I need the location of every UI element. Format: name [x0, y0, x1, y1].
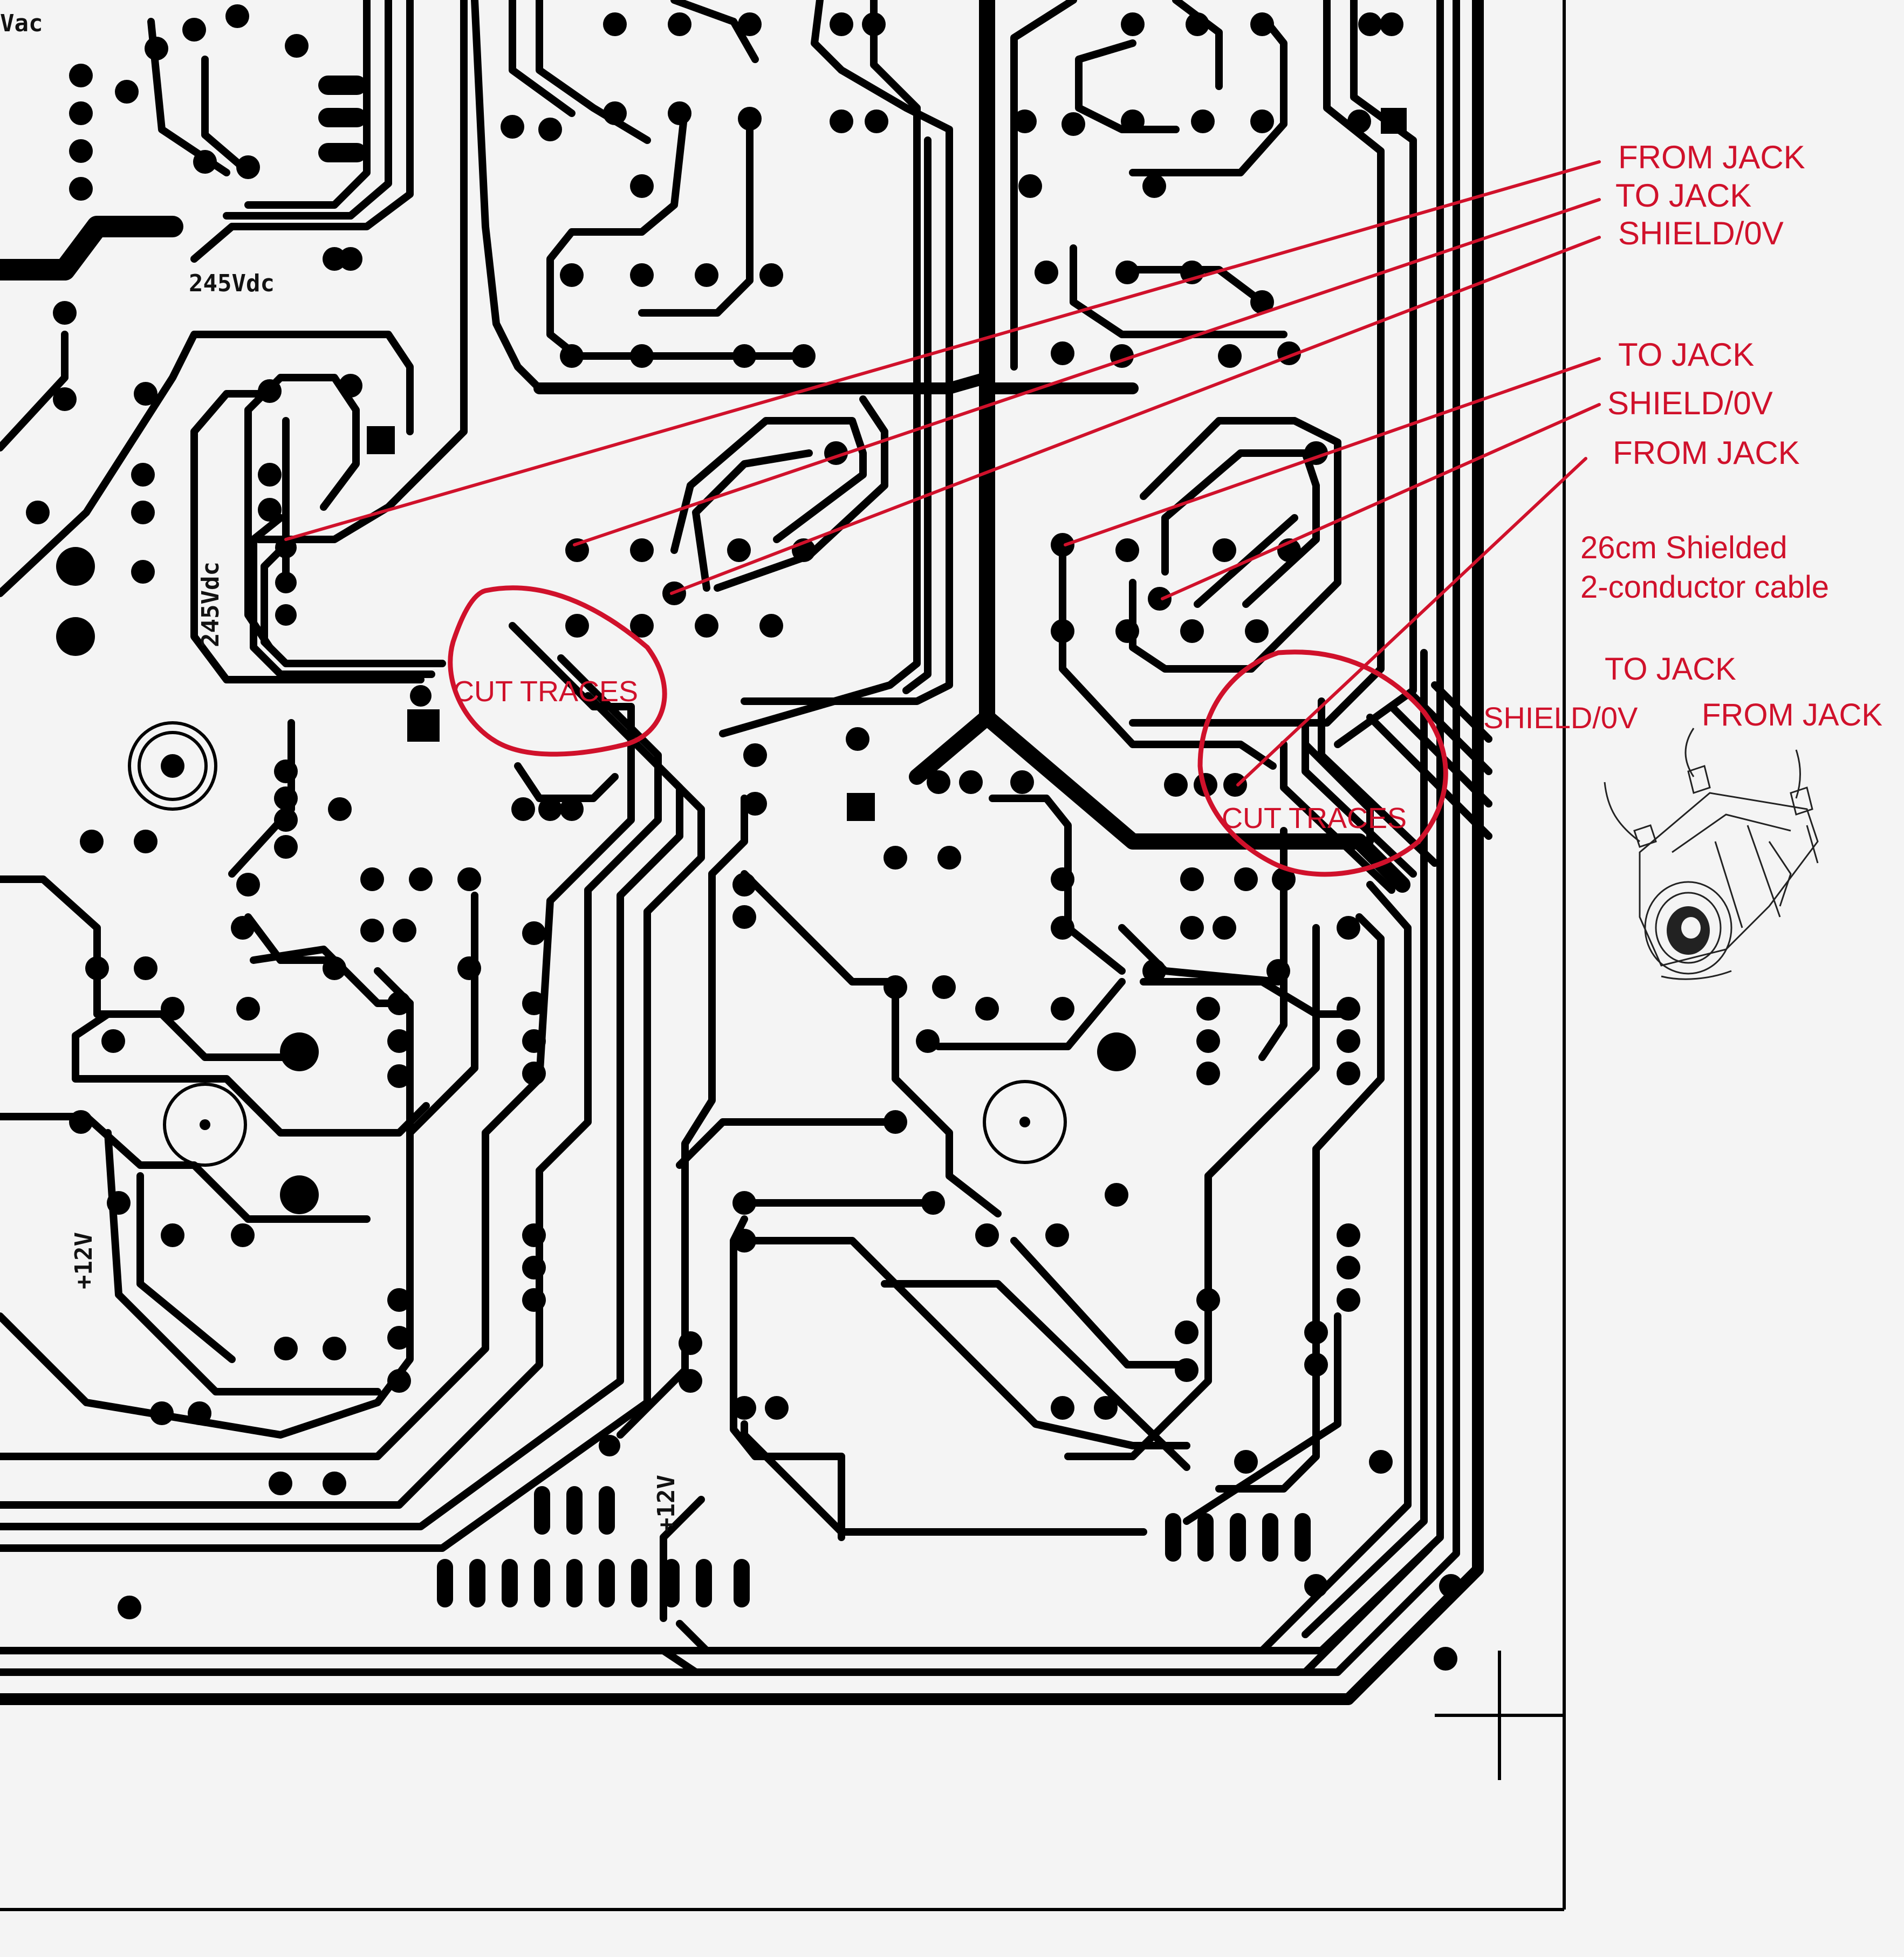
right-from-jack-label: FROM JACK [1613, 435, 1800, 471]
cable-description-line1: 26cm Shielded [1580, 530, 1787, 565]
cable-description-line2: 2-conductor cable [1580, 570, 1829, 605]
board-outline [0, 0, 1566, 1911]
vac-label: Vac [0, 10, 43, 37]
right-annotation-group: TO JACK SHIELD/0V FROM JACK [1607, 337, 1800, 471]
jack-from-jack-label: FROM JACK [1702, 697, 1882, 733]
crosshair-icon [1435, 1651, 1564, 1780]
left-from-jack-label: FROM JACK [1618, 139, 1805, 175]
cut-traces-right-circle [1197, 649, 1448, 877]
jack-to-jack-label: TO JACK [1605, 652, 1736, 687]
jack-shield-label: SHIELD/0V [1483, 701, 1638, 735]
annotation-leader-lines [284, 160, 1601, 786]
cut-traces-left-circle [448, 585, 667, 757]
right-shield-label: SHIELD/0V [1607, 385, 1773, 421]
supply-12-mid-label: +12V [653, 1475, 680, 1532]
right-to-jack-label: TO JACK [1618, 337, 1754, 373]
cut-traces-right-label: CUT TRACES [1222, 802, 1407, 834]
cut-traces-left-label: CUT TRACES [453, 675, 638, 708]
left-to-jack-label: TO JACK [1615, 177, 1751, 214]
left-annotation-group: FROM JACK TO JACK SHIELD/0V [1615, 139, 1805, 251]
supply-12-left-label: +12V [70, 1232, 98, 1289]
left-shield-label: SHIELD/0V [1618, 215, 1784, 251]
supply-245-horizontal-label: 245Vdc [189, 270, 275, 297]
component-pads [26, 4, 1463, 1671]
jack-sketch-icon [1604, 728, 1819, 980]
supply-245-vertical-label: 245Vdc [197, 562, 224, 647]
